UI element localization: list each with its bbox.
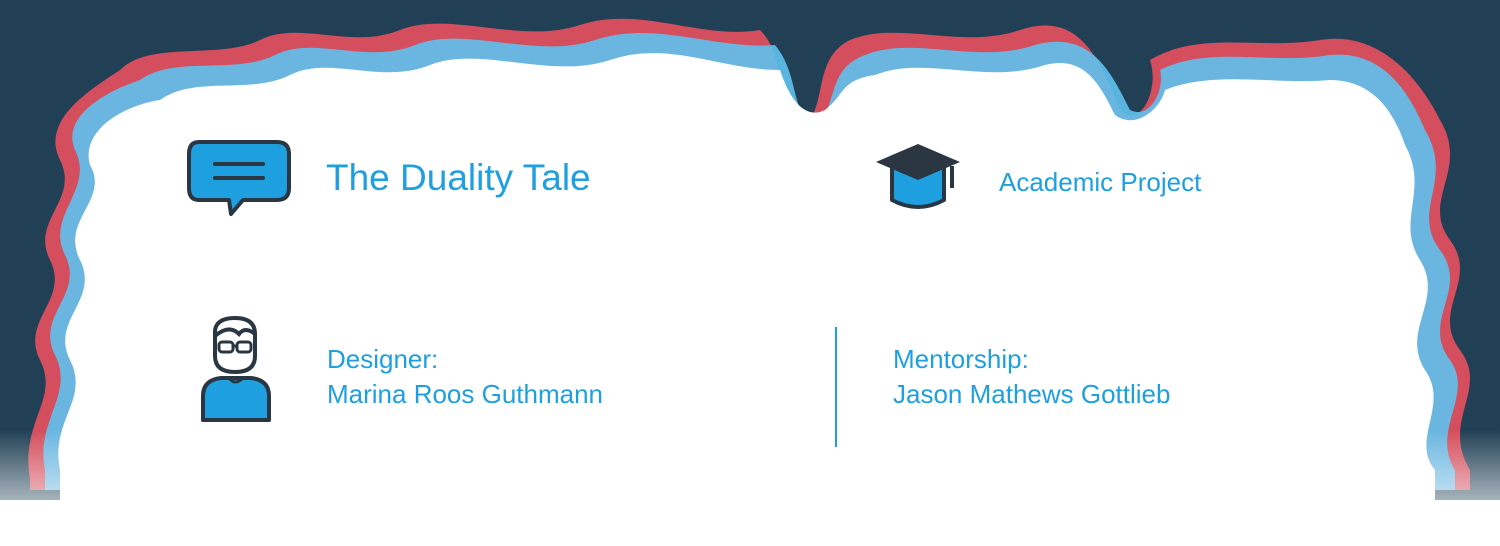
person-with-glasses-icon — [195, 315, 277, 424]
vertical-divider — [835, 327, 837, 447]
mentor-label: Mentorship: — [893, 344, 1029, 374]
project-title: The Duality Tale — [326, 157, 591, 198]
graduation-cap-icon — [872, 138, 964, 216]
project-type: Academic Project — [999, 167, 1202, 197]
designer-label: Designer: — [327, 344, 439, 374]
mentor-name: Jason Mathews Gottlieb — [893, 379, 1171, 409]
designer-name: Marina Roos Guthmann — [327, 379, 604, 409]
speech-bubble-icon — [185, 136, 295, 220]
frame-white-interior — [58, 53, 1435, 546]
